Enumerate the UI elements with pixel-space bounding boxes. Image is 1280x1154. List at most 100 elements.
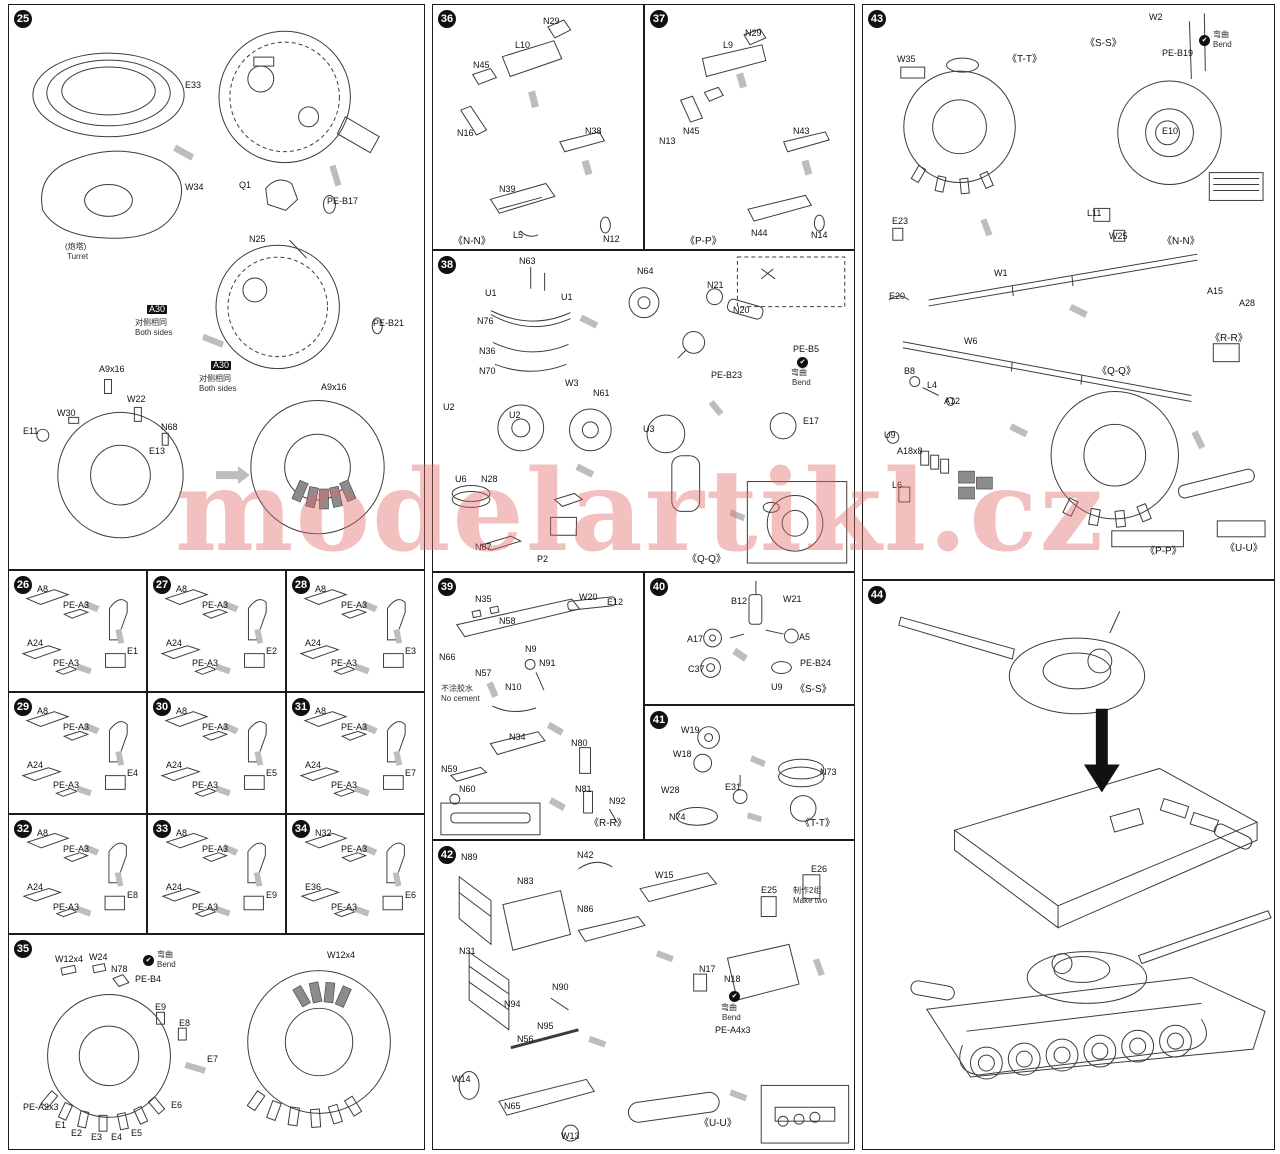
part-label: U1 (485, 288, 497, 298)
part-label: W20 (579, 592, 598, 602)
part-label: E5 (131, 1128, 143, 1138)
part-label: N86 (577, 904, 594, 914)
note-label: Both sides (135, 328, 173, 337)
part-label: W25 (1109, 231, 1128, 241)
note-label: 弯曲 (721, 1003, 737, 1012)
part-label: PE-A3 (63, 722, 90, 732)
part-label: N29 (543, 16, 560, 26)
section-ref-label: 《S-S》 (1085, 38, 1122, 49)
part-label: N10 (505, 682, 522, 692)
part-label: W12x4 (55, 954, 84, 964)
part-label: A8 (176, 828, 188, 838)
part-label: W18 (673, 749, 692, 759)
part-label: W35 (897, 54, 916, 64)
part-label: W24 (89, 952, 108, 962)
bend-check-icon: ✔ (729, 991, 740, 1002)
part-label: PE-A3 (331, 658, 358, 668)
part-label: E2 (266, 646, 278, 656)
part-label: W13 (561, 1131, 580, 1141)
part-label: PE-B23 (711, 370, 743, 380)
part-label: A24 (27, 760, 44, 770)
part-label: N45 (683, 126, 700, 136)
part-label: N12 (603, 234, 620, 244)
part-label: Q1 (239, 180, 252, 190)
part-label-both-sides: A30 (211, 360, 232, 371)
part-label: N80 (571, 738, 588, 748)
part-label: W3 (565, 378, 579, 388)
part-label: N42 (577, 850, 594, 860)
note-label: 不涂胶水 (441, 684, 473, 693)
part-label: E1 (127, 646, 139, 656)
section-ref-label: 《U-U》 (1225, 543, 1263, 554)
part-label: U9 (771, 682, 783, 692)
part-label: A8 (176, 706, 188, 716)
part-label: PE-A3 (192, 658, 219, 668)
part-label: N64 (637, 266, 654, 276)
turret-and-gun-drawing (886, 13, 1266, 548)
part-label: E31 (725, 782, 742, 792)
part-label: W6 (964, 336, 978, 346)
note-label: Bend (722, 1013, 741, 1022)
part-label: N74 (669, 812, 686, 822)
part-label: E4 (111, 1132, 123, 1142)
part-label: PE-A3 (53, 780, 80, 790)
step-number-badge: 31 (292, 698, 310, 716)
part-label: E17 (803, 416, 820, 426)
part-label: N81 (575, 784, 592, 794)
section-ref-label: 《Q-Q》 (1097, 366, 1136, 377)
part-label: U2 (443, 402, 455, 412)
part-label: N18 (724, 974, 741, 984)
part-label: PE-A3 (341, 844, 368, 854)
part-label: L4 (927, 380, 938, 390)
step-38-panel: 38 (432, 250, 855, 572)
part-label: W15 (655, 870, 674, 880)
part-label: W2 (1149, 12, 1163, 22)
part-label: A18x8 (897, 446, 923, 456)
part-label: E13 (149, 446, 166, 456)
section-ref-label: 《S-S》 (795, 684, 832, 695)
part-label: W1 (994, 268, 1008, 278)
part-label: N73 (820, 767, 837, 777)
section-ref-label: 《Q-Q》 (687, 554, 726, 565)
part-label: PE-A3 (53, 658, 80, 668)
part-label: A8 (37, 828, 49, 838)
part-label: N63 (519, 256, 536, 266)
part-label: N17 (699, 964, 716, 974)
part-label: N20 (733, 305, 750, 315)
section-ref-label: 《P-P》 (1145, 546, 1182, 557)
part-label: PE-B5 (793, 344, 820, 354)
part-label: N59 (441, 764, 458, 774)
part-label: A9x16 (321, 382, 347, 392)
part-label: A17 (687, 634, 704, 644)
part-label: L10 (515, 40, 531, 50)
part-label: PE-A3 (63, 844, 90, 854)
part-label: N57 (475, 668, 492, 678)
section-ref-label: 《U-U》 (699, 1118, 737, 1129)
part-label: L6 (892, 480, 903, 490)
part-label: PE-A3 (341, 722, 368, 732)
part-label: A24 (27, 882, 44, 892)
step-35-panel: 35 (8, 934, 425, 1150)
part-label: L5 (513, 230, 524, 240)
part-label: A24 (166, 882, 183, 892)
part-label: N31 (459, 946, 476, 956)
part-label: W21 (783, 594, 802, 604)
turret-assembly-drawing (32, 30, 385, 539)
part-label: E4 (127, 768, 139, 778)
part-label: U9 (884, 430, 896, 440)
part-label: W34 (185, 182, 204, 192)
part-label: E8 (179, 1018, 191, 1028)
part-label: PE-A3 (192, 780, 219, 790)
final-assembly-tank-drawing (898, 611, 1272, 1080)
part-label: A24 (305, 760, 322, 770)
part-label: N34 (509, 732, 526, 742)
fender-assembly-drawing (459, 19, 611, 237)
part-label: E6 (405, 890, 417, 900)
part-label: A12 (944, 396, 961, 406)
part-label: E1 (55, 1120, 67, 1130)
